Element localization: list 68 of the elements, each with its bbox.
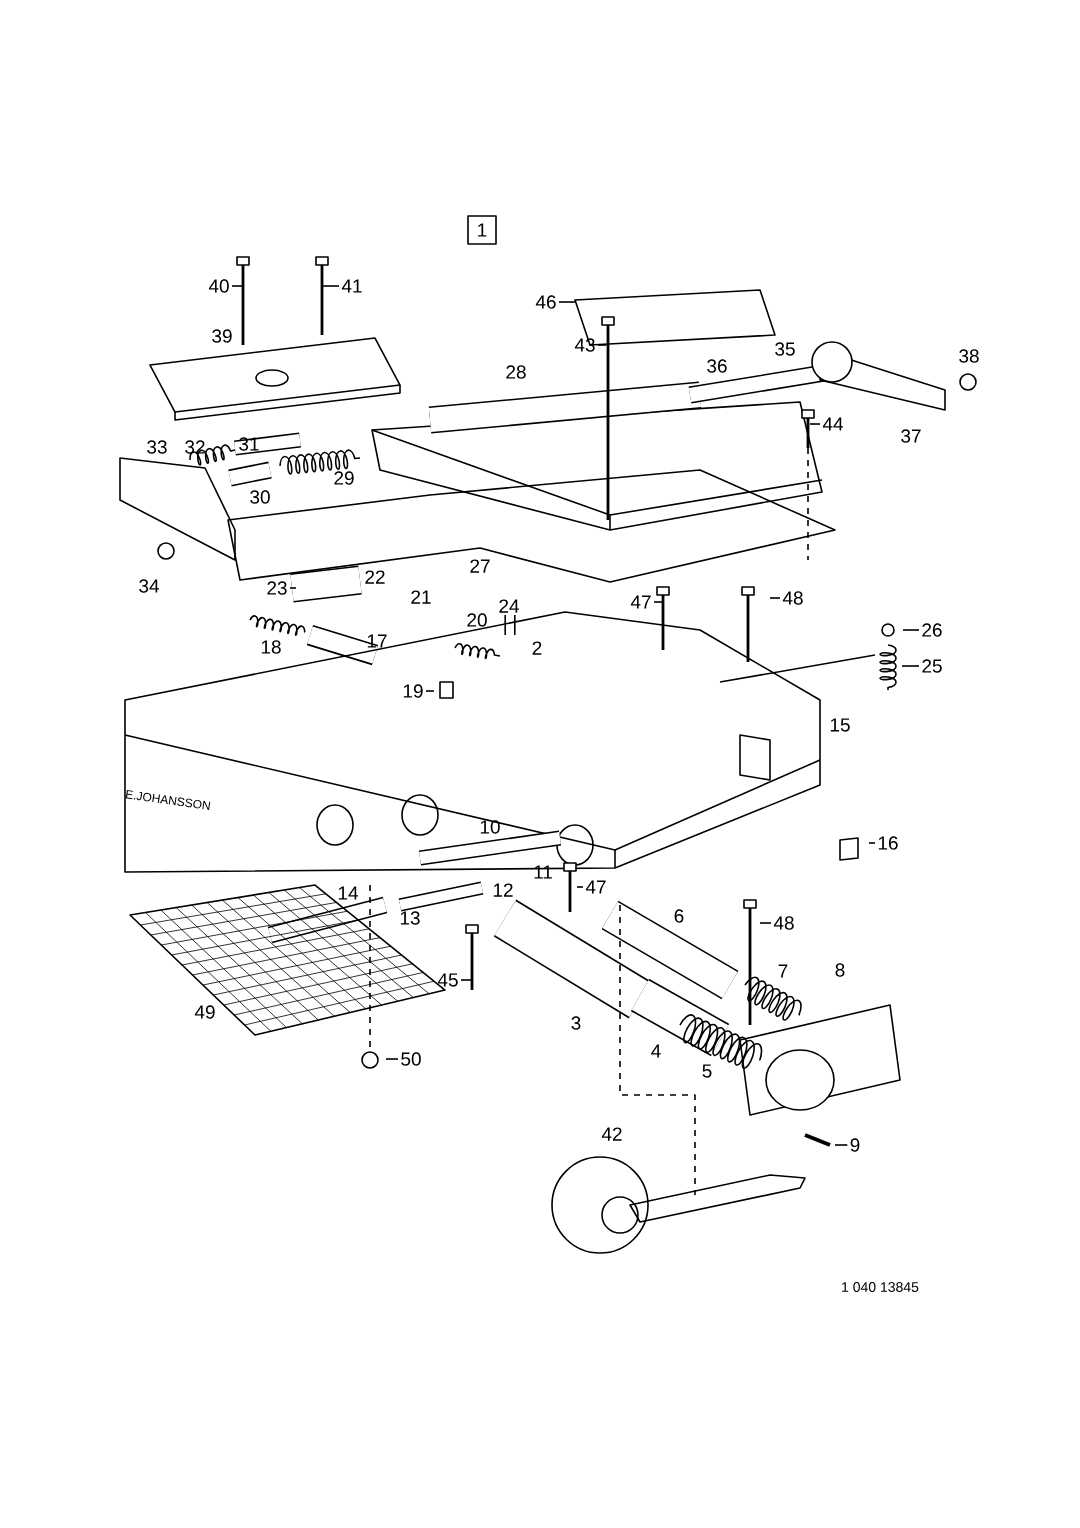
callout-number: 12: [493, 883, 513, 897]
boxed-number: 1: [467, 215, 497, 245]
callout-number: 40: [208, 279, 229, 293]
callout-number: 43: [574, 338, 595, 352]
callout-number: 20: [467, 613, 487, 627]
leader-line: [460, 979, 474, 981]
leader-line: [385, 1058, 399, 1060]
callout-number: 32: [185, 440, 205, 454]
callout-number: 6: [674, 909, 684, 923]
callout-number: 24: [499, 599, 519, 613]
callout-number: 35: [775, 342, 795, 356]
callout-number: 30: [250, 490, 270, 504]
callout-number: 44: [822, 417, 843, 431]
leader-line: [901, 665, 920, 667]
callout-number: 50: [401, 1052, 421, 1066]
callout-number: 17: [367, 634, 387, 648]
callout-number: 14: [338, 886, 358, 900]
callout-number: 4: [651, 1044, 661, 1058]
callout-number: 18: [261, 640, 281, 654]
callout-number: 13: [400, 911, 420, 925]
callout-number: 27: [470, 559, 490, 573]
callout-number: 26: [922, 623, 942, 637]
callout-number: 7: [778, 964, 788, 978]
leader-line: [769, 597, 781, 599]
callout-number: 34: [139, 579, 159, 593]
leader-line: [558, 301, 577, 303]
leader-line: [289, 587, 297, 589]
leader-line: [576, 886, 584, 888]
callout-number: 47: [585, 880, 606, 894]
signature: E.JOHANSSON: [125, 790, 211, 810]
callout-number: 22: [365, 570, 385, 584]
callout-number: 49: [194, 1005, 215, 1019]
leader-line: [902, 629, 920, 631]
callout-number: 2: [532, 641, 542, 655]
leader-line: [321, 285, 340, 287]
callout-number: 28: [506, 365, 526, 379]
callout-number: 48: [773, 916, 794, 930]
callout-number: 41: [341, 279, 362, 293]
callout-number: 36: [707, 359, 727, 373]
leader-line: [868, 842, 876, 844]
leader-line: [425, 690, 435, 692]
callout-number: 5: [702, 1064, 712, 1078]
callout-number: 16: [878, 836, 898, 850]
callout-number: 29: [334, 471, 354, 485]
callout-number: 23: [267, 581, 287, 595]
callout-number: 33: [147, 440, 167, 454]
callout-number: 48: [782, 591, 803, 605]
callout-number: 45: [437, 973, 458, 987]
leader-line: [653, 601, 664, 603]
callout-number: 21: [411, 590, 431, 604]
callout-number: 47: [630, 595, 651, 609]
callout-number: 3: [571, 1016, 581, 1030]
callout-number: 25: [922, 659, 942, 673]
callout-number: 9: [850, 1138, 860, 1152]
leader-line: [834, 1144, 849, 1146]
callout-number: 15: [830, 718, 850, 732]
leader-line: [597, 344, 607, 346]
callout-number: 46: [535, 295, 556, 309]
callout-number: 38: [959, 349, 979, 363]
leader-line: [231, 285, 244, 287]
callout-number: 8: [835, 963, 845, 977]
callout-number: 42: [601, 1127, 622, 1141]
part-number: 1 040 13845: [842, 1282, 919, 1292]
leader-line: [809, 423, 821, 425]
callout-number: 37: [901, 429, 921, 443]
callout-number: 19: [403, 684, 423, 698]
callout-number: 39: [212, 329, 232, 343]
leader-line: [759, 922, 772, 924]
